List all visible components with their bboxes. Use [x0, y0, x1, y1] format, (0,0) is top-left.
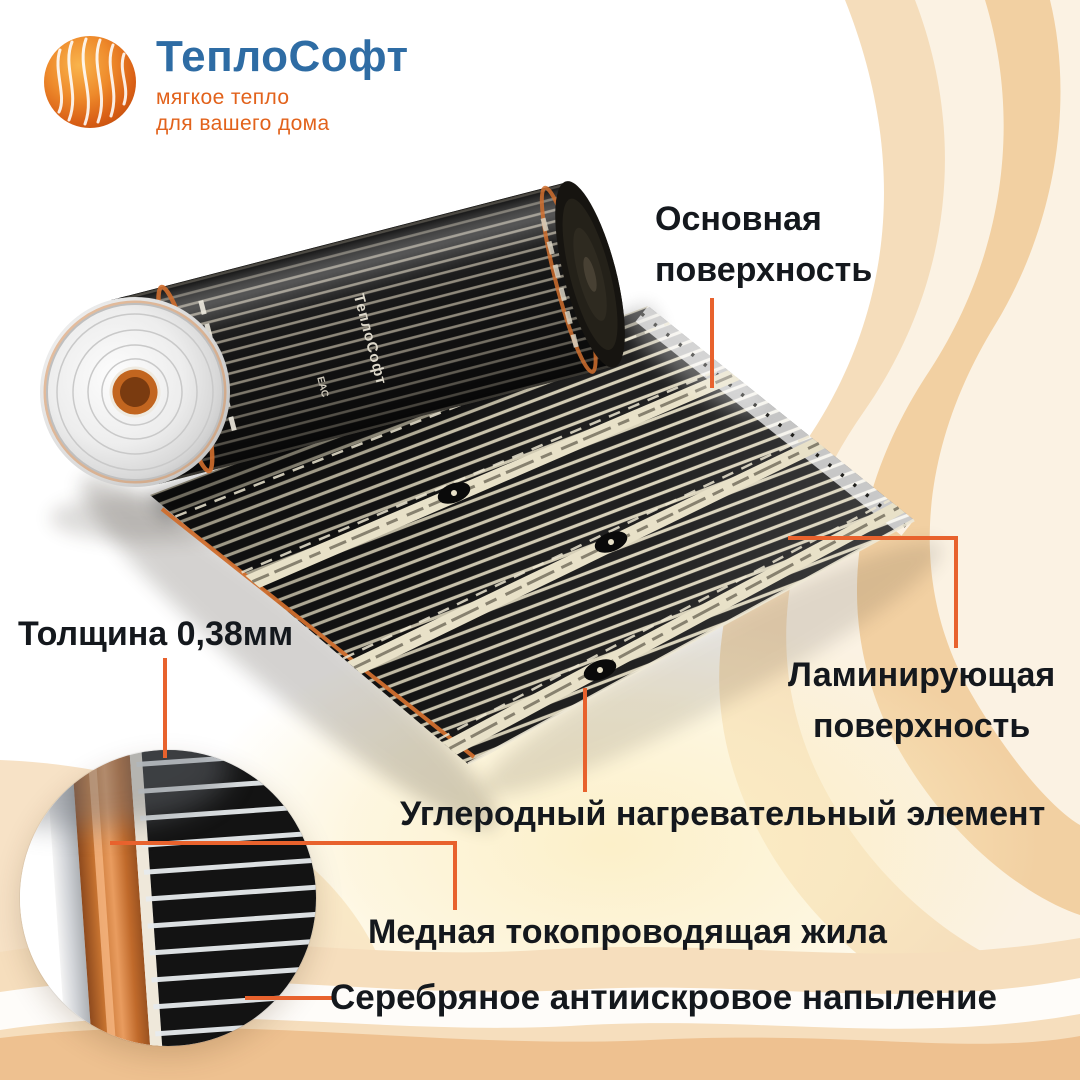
film-roll: ТеплоСофт ЕАС: [40, 181, 625, 487]
brand-tagline-line2: для вашего дома: [156, 111, 330, 135]
callout-label-silver: Серебряное антиискровое напыление: [330, 978, 997, 1017]
core-hole: [120, 377, 150, 407]
main-surface-line1: Основная: [655, 200, 822, 238]
callout-label-main-surface: Основная поверхность: [655, 194, 872, 296]
callout-label-laminating: Ламинирующая поверхность: [788, 650, 1055, 752]
brand-text-block: ТеплоСофт мягкое тепло для вашего дома: [156, 32, 409, 136]
edge-barcode-marks-right: [540, 217, 579, 348]
brand-swirl-icon: [44, 36, 136, 128]
wave-band-bottom-2: [0, 1027, 1080, 1080]
main-surface-line2: поверхность: [655, 251, 873, 289]
wave-band-right-4: [929, 0, 1080, 825]
roll-shading: [111, 182, 625, 484]
copper-busbar-edge: [160, 507, 476, 759]
brand-name: ТеплоСофт: [156, 32, 409, 81]
laminating-line1: Ламинирующая: [788, 656, 1056, 694]
cert-mark-text: ЕАС: [314, 375, 330, 398]
roll-end-foil-cap: [40, 297, 230, 487]
callout-label-copper: Медная токопроводящая жила: [368, 913, 887, 951]
zoom-inset-detail: [20, 750, 316, 1046]
callout-label-carbon: Углеродный нагревательный элемент: [400, 795, 1046, 833]
laminating-line2: поверхность: [813, 707, 1031, 745]
zoom-inset-circle: [20, 750, 316, 1046]
roll-end-right: [555, 181, 625, 368]
copper-ring-left: [156, 284, 215, 474]
swirl-waves: [56, 37, 128, 126]
unroll-highlight: [612, 289, 764, 415]
brand-tagline: мягкое тепло для вашего дома: [156, 85, 409, 136]
brand-logo: ТеплоСофт мягкое тепло для вашего дома: [42, 32, 409, 136]
callout-label-thickness: Толщина 0,38мм: [18, 615, 294, 653]
oval-badges: [437, 482, 628, 681]
foil-rings: [56, 313, 214, 471]
brand-tagline-line1: мягкое тепло: [156, 86, 290, 110]
